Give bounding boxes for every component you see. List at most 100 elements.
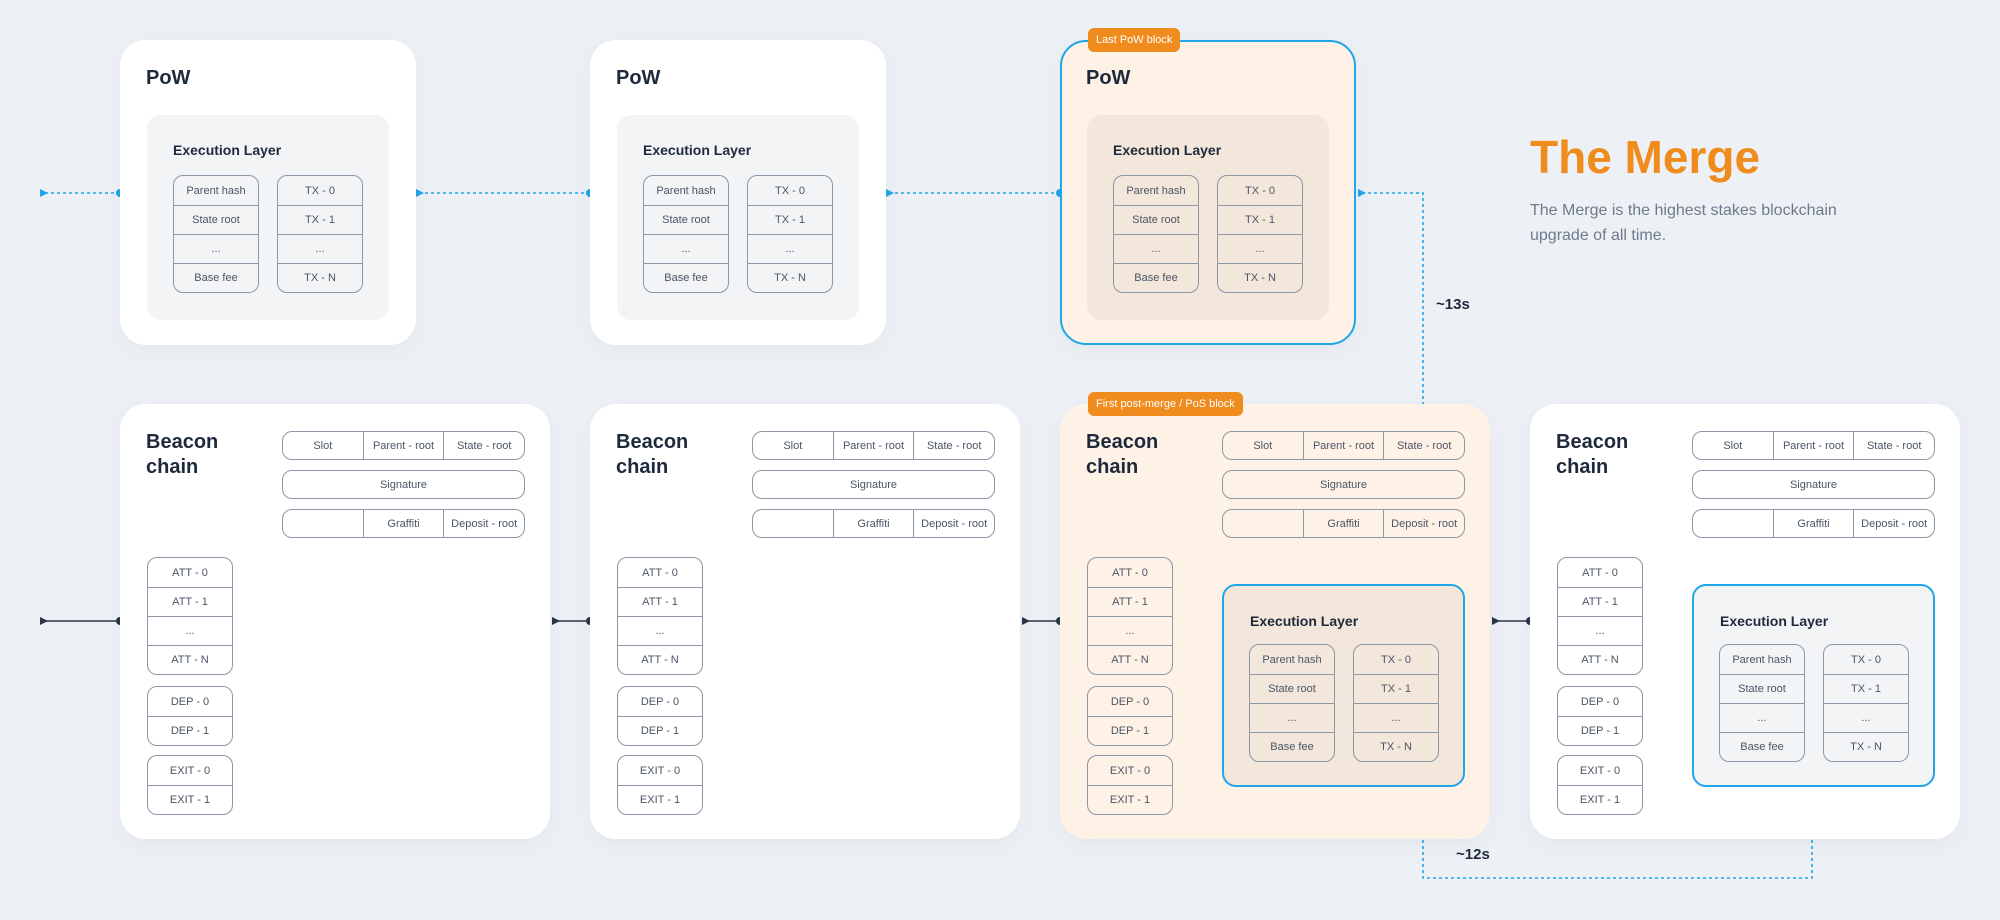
attestation: ATT - 1 xyxy=(618,587,702,616)
execution-layer: Execution Layer Parent hash State root .… xyxy=(617,115,859,320)
block-title: PoW xyxy=(146,67,191,89)
signature-row: Signature xyxy=(752,470,995,499)
transaction: TX - 0 xyxy=(1381,653,1411,666)
empty-field xyxy=(283,510,363,537)
exit: EXIT - 0 xyxy=(1579,764,1621,777)
header-field: ... xyxy=(1250,703,1334,732)
signature-row: Signature xyxy=(1222,470,1465,499)
exits-stack: EXIT - 0 EXIT - 1 xyxy=(1557,755,1643,815)
slot-field: Slot xyxy=(313,439,333,452)
pow-block: PoW Execution Layer Parent hash State ro… xyxy=(590,40,886,345)
attestations-stack: ATT - 0 ATT - 1 ... ATT - N xyxy=(147,557,233,675)
transaction: TX - 0 xyxy=(775,184,805,197)
header-field: State root xyxy=(174,205,258,234)
pow-block: PoW Execution Layer Parent hash State ro… xyxy=(120,40,416,345)
exit: EXIT - 0 xyxy=(1109,764,1151,777)
header-field: Parent hash xyxy=(1732,653,1792,666)
first-pos-block: Beacon chain Slot Parent - root State - … xyxy=(1060,404,1490,839)
header-field: Parent hash xyxy=(656,184,716,197)
header-field: Base fee xyxy=(1720,732,1804,761)
attestation: ATT - N xyxy=(618,645,702,674)
exit: EXIT - 1 xyxy=(618,785,702,814)
header-field: State root xyxy=(1720,674,1804,703)
beacon-body-row: Graffiti Deposit - root xyxy=(1692,509,1935,538)
execution-header-stack: Parent hash State root ... Base fee xyxy=(1719,644,1805,762)
signature-row: Signature xyxy=(1692,470,1935,499)
block-title: Beacon chain xyxy=(1086,431,1159,478)
beacon-body-row: Graffiti Deposit - root xyxy=(752,509,995,538)
execution-header-stack: Parent hash State root ... Base fee xyxy=(1113,175,1199,293)
block-title: Beacon chain xyxy=(1556,431,1629,478)
transaction: ... xyxy=(278,234,362,263)
signature-field: Signature xyxy=(849,478,898,491)
block-title: Beacon chain xyxy=(146,431,219,478)
execution-payload: Execution Layer Parent hash State root .… xyxy=(1692,584,1935,787)
transactions-stack: TX - 0 TX - 1 ... TX - N xyxy=(1217,175,1303,293)
header-field: Base fee xyxy=(1250,732,1334,761)
transaction: TX - N xyxy=(1824,732,1908,761)
execution-layer: Execution Layer Parent hash State root .… xyxy=(147,115,389,320)
transaction: TX - N xyxy=(278,263,362,292)
header-field: Parent hash xyxy=(1262,653,1322,666)
beacon-header-row: Slot Parent - root State - root xyxy=(282,431,525,460)
pos-interval-label: ~12s xyxy=(1456,846,1490,863)
attestations-stack: ATT - 0 ATT - 1 ... ATT - N xyxy=(1087,557,1173,675)
header-field: Parent hash xyxy=(186,184,246,197)
transaction: TX - 1 xyxy=(278,205,362,234)
deposits-stack: DEP - 0 DEP - 1 xyxy=(1087,686,1173,746)
beacon-block: Beacon chain Slot Parent - root State - … xyxy=(120,404,550,839)
block-title: PoW xyxy=(1086,67,1131,89)
deposit: DEP - 1 xyxy=(148,716,232,745)
state-root-field: State - root xyxy=(443,432,524,459)
exit: EXIT - 0 xyxy=(169,764,211,777)
exit: EXIT - 1 xyxy=(1558,785,1642,814)
header-field: ... xyxy=(1114,234,1198,263)
attestation: ATT - 1 xyxy=(1558,587,1642,616)
execution-layer-title: Execution Layer xyxy=(1113,142,1222,158)
last-pow-block: PoW Execution Layer Parent hash State ro… xyxy=(1060,40,1356,345)
attestation: ATT - 1 xyxy=(1088,587,1172,616)
deposit: DEP - 0 xyxy=(170,695,210,708)
deposit-root-field: Deposit - root xyxy=(443,510,524,537)
attestations-stack: ATT - 0 ATT - 1 ... ATT - N xyxy=(1557,557,1643,675)
deposit: DEP - 0 xyxy=(1580,695,1620,708)
transaction: TX - 0 xyxy=(1245,184,1275,197)
deposit-root-field: Deposit - root xyxy=(1853,510,1934,537)
pow-interval-label: ~13s xyxy=(1436,296,1470,313)
slot-field: Slot xyxy=(783,439,803,452)
header-field: ... xyxy=(1720,703,1804,732)
header-field: Base fee xyxy=(174,263,258,292)
transaction: ... xyxy=(1354,703,1438,732)
transaction: TX - 1 xyxy=(1218,205,1302,234)
attestation: ATT - N xyxy=(1088,645,1172,674)
attestation: ... xyxy=(618,616,702,645)
deposits-stack: DEP - 0 DEP - 1 xyxy=(617,686,703,746)
execution-layer-title: Execution Layer xyxy=(643,142,752,158)
slot-field: Slot xyxy=(1723,439,1743,452)
parent-root-field: Parent - root xyxy=(1772,432,1854,459)
execution-layer-title: Execution Layer xyxy=(1720,613,1829,629)
transactions-stack: TX - 0 TX - 1 ... TX - N xyxy=(277,175,363,293)
signature-field: Signature xyxy=(379,478,428,491)
beacon-body-row: Graffiti Deposit - root xyxy=(1222,509,1465,538)
graffiti-field: Graffiti xyxy=(362,510,444,537)
parent-root-field: Parent - root xyxy=(362,432,444,459)
page-title: The Merge xyxy=(1530,131,1761,183)
exit: EXIT - 1 xyxy=(1088,785,1172,814)
transaction: TX - N xyxy=(1354,732,1438,761)
transactions-stack: TX - 0 TX - 1 ... TX - N xyxy=(747,175,833,293)
header-field: Base fee xyxy=(1114,263,1198,292)
exit: EXIT - 1 xyxy=(148,785,232,814)
execution-payload: Execution Layer Parent hash State root .… xyxy=(1222,584,1465,787)
deposit: DEP - 1 xyxy=(618,716,702,745)
header-field: ... xyxy=(174,234,258,263)
attestation: ATT - N xyxy=(148,645,232,674)
block-title: Beacon chain xyxy=(616,431,689,478)
signature-field: Signature xyxy=(1319,478,1368,491)
empty-field xyxy=(1693,510,1773,537)
execution-header-stack: Parent hash State root ... Base fee xyxy=(173,175,259,293)
execution-layer: Execution Layer Parent hash State root .… xyxy=(1087,115,1329,320)
header-field: Base fee xyxy=(644,263,728,292)
graffiti-field: Graffiti xyxy=(1302,510,1384,537)
attestation: ATT - 0 xyxy=(172,566,208,579)
